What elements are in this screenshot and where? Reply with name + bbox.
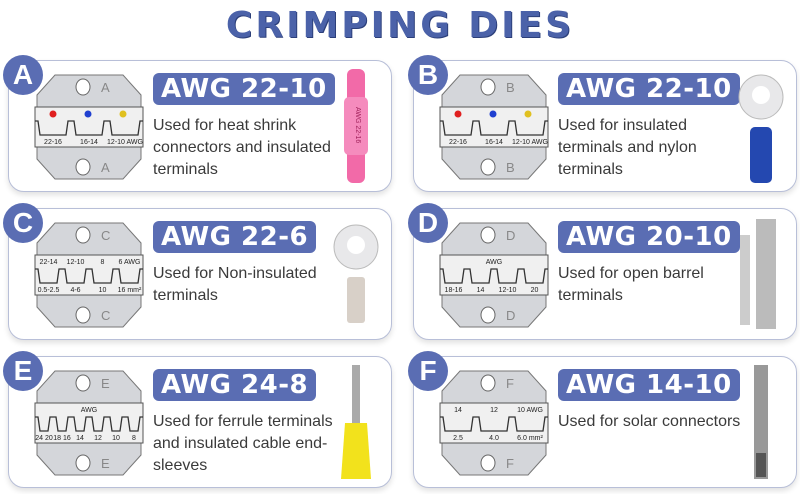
die-size-label: 14 [76, 435, 84, 442]
heat-shrink-connector-image: AWG 22-16 [331, 67, 381, 185]
color-dot [49, 110, 57, 118]
die-size-label: 10 [112, 435, 120, 442]
crimping-die-image: D D AWG 18-16 14 12-10 20 [438, 221, 550, 329]
die-letter-mark: E [101, 376, 110, 391]
solar-pin-image [736, 363, 786, 481]
page-title: CRIMPING DIES [225, 5, 575, 46]
awg-range-label: AWG 22-10 [558, 73, 740, 105]
die-size-label: 14 [477, 287, 485, 294]
die-letter-mark: A [101, 80, 110, 95]
ring-terminal-bare-image [331, 215, 381, 333]
die-letter-mark: F [506, 376, 514, 391]
die-letter-mark: D [506, 308, 515, 323]
die-letter-mark: B [506, 80, 515, 95]
die-letter-mark: D [506, 228, 515, 243]
die-description: Used for ferrule terminals and insulated… [153, 413, 333, 474]
die-size-label: 4-6 [70, 287, 80, 294]
die-size-label: 0.5-2.5 [38, 287, 60, 294]
die-size-label: 12-10 [499, 287, 517, 294]
die-size-label: 12-10 [67, 259, 85, 266]
die-size-label: 4.0 [489, 435, 499, 442]
die-description: Used for solar connectors [558, 413, 741, 430]
die-letter-badge: A [3, 55, 43, 95]
color-dot [489, 110, 497, 118]
die-size-label: 6 AWG [119, 259, 141, 266]
die-size-label: AWG [81, 407, 97, 414]
die-size-label: 6.0 mm² [517, 435, 543, 442]
die-size-label: 18 16 [53, 435, 71, 442]
die-size-label: 20 [531, 287, 539, 294]
die-letter-badge: D [408, 203, 448, 243]
die-size-label: 14 [454, 407, 462, 414]
ferrule-yellow-image [331, 363, 381, 481]
awg-range-label: AWG 22-6 [153, 221, 317, 253]
die-card-c: C C C 22-14 12-10 8 6 AWG 0.5-2.5 4-6 10 16 mm² AWG… [3, 203, 392, 340]
die-size-label: 2.5 [453, 435, 463, 442]
die-size-label: 16 mm² [118, 287, 142, 294]
die-size-label: 22-16 [449, 139, 467, 146]
die-letter-badge: B [408, 55, 448, 95]
awg-range-label: AWG 20-10 [558, 221, 740, 253]
die-letter-mark: F [506, 456, 514, 471]
ring-terminal-blue-image [736, 67, 786, 185]
die-letter-badge: E [3, 351, 43, 391]
awg-range-label: AWG 22-10 [153, 73, 335, 105]
die-size-label: 12-10 AWG [107, 139, 143, 146]
awg-range-label: AWG 24-8 [153, 369, 317, 401]
die-size-label: 18-16 [445, 287, 463, 294]
color-dot [524, 110, 532, 118]
open-barrel-terminal-image [736, 215, 786, 333]
color-dot [454, 110, 462, 118]
die-letter-badge: F [408, 351, 448, 391]
die-size-label: 12 [490, 407, 498, 414]
die-letter-mark: B [506, 160, 515, 175]
die-letter-mark: C [101, 228, 110, 243]
crimping-die-image: C C 22-14 12-10 8 6 AWG 0.5-2.5 4-6 10 16 mm² [33, 221, 145, 329]
die-letter-badge: C [3, 203, 43, 243]
die-size-label: 12-10 AWG [512, 139, 548, 146]
die-size-label: 16-14 [80, 139, 98, 146]
die-letter-mark: C [101, 308, 110, 323]
die-description: Used for heat shrink connectors and insu… [153, 117, 331, 178]
die-size-label: 8 [132, 435, 136, 442]
die-size-label: 24 20 [35, 435, 53, 442]
die-size-label: 22-16 [44, 139, 62, 146]
awg-range-label: AWG 14-10 [558, 369, 740, 401]
die-description: Used for Non-insulated terminals [153, 265, 317, 304]
die-description: Used for open barrel terminals [558, 265, 704, 304]
color-dot [84, 110, 92, 118]
crimping-die-image: F F 14 12 10 AWG 2.5 4.0 6.0 mm² [438, 369, 550, 477]
die-size-label: 12 [94, 435, 102, 442]
die-size-label: 10 AWG [517, 407, 543, 414]
crimping-die-image: B B 22-16 16-14 12-10 AWG [438, 73, 550, 181]
die-size-label: 16-14 [485, 139, 503, 146]
die-size-label: 8 [101, 259, 105, 266]
die-size-label: AWG [486, 259, 502, 266]
die-letter-mark: A [101, 160, 110, 175]
product-label: AWG 22-16 [354, 107, 361, 143]
die-size-label: 22-14 [40, 259, 58, 266]
crimping-die-image: A A 22-16 16-14 12-10 AWG [33, 73, 145, 181]
die-letter-mark: E [101, 456, 110, 471]
die-description: Used for insulated terminals and nylon t… [558, 117, 697, 178]
die-size-label: 10 [99, 287, 107, 294]
color-dot [119, 110, 127, 118]
